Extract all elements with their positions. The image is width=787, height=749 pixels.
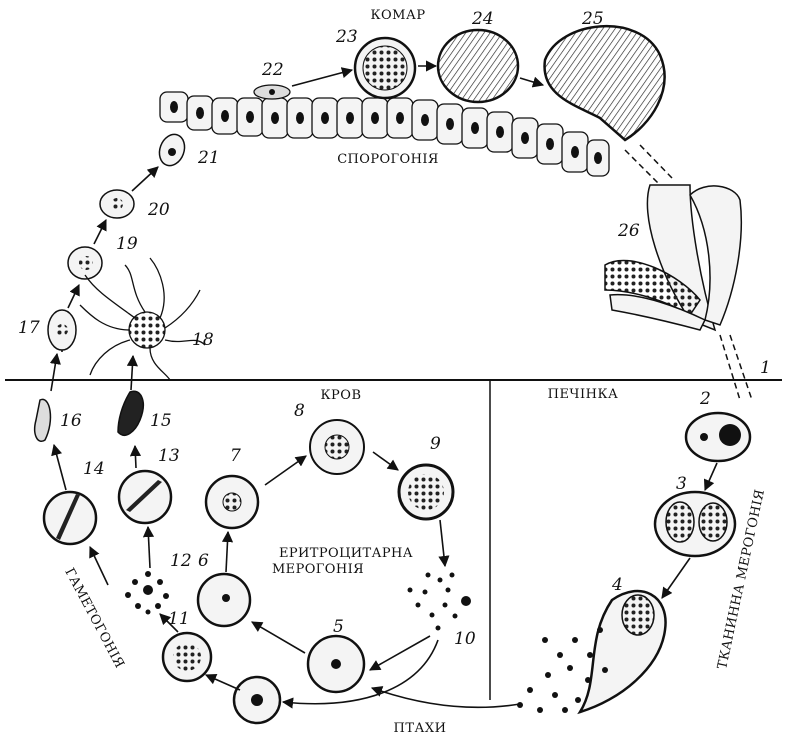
cell-14 [44,492,96,544]
cell-11 [163,633,211,681]
stage-7: 7 [230,446,241,466]
stage-16: 16 [60,411,82,431]
exflagellating-cell-18 [80,258,205,380]
stage-10: 10 [454,629,476,649]
cell-6 [198,574,250,626]
cell-9 [399,465,453,519]
cell-16 [35,399,51,441]
stage-3: 3 [676,474,687,494]
sporozoite-path [720,335,740,400]
stage-14: 14 [83,459,105,479]
stage-5: 5 [333,617,344,637]
region-mosquito: КОМАР [370,8,425,23]
stage-25: 25 [581,9,604,29]
region-liver: ПЕЧІНКА [548,387,619,402]
stage-8: 8 [294,401,305,421]
cell-21 [155,131,188,169]
cell-11b [234,677,280,723]
liver-cell-2 [686,413,750,461]
cell-17 [48,310,76,350]
stage-11: 11 [168,609,190,629]
stage-2: 2 [699,389,711,409]
cell-10-rupture [408,573,472,631]
liver-cell-4 [580,591,666,712]
stage-1: 1 [760,358,771,378]
salivary-gland-26 [605,185,741,330]
stage-22: 22 [261,60,284,80]
cell-8 [310,420,364,474]
stage-19: 19 [116,234,138,254]
stage-20: 20 [147,200,170,220]
cell-20 [100,190,134,218]
region-birds: ПТАХИ [394,721,447,736]
stage-26: 26 [617,221,640,241]
process-sporogony: СПОРОГОНІЯ [337,152,439,167]
stage-23: 23 [335,27,358,47]
stage-17: 17 [18,318,40,338]
oocyst-23 [355,38,415,98]
oocyst-24 [438,30,518,102]
stage-12: 12 [170,551,192,571]
region-blood: КРОВ [320,388,361,403]
stage-24: 24 [471,9,494,29]
cell-13 [119,471,171,523]
cell-15 [118,391,143,435]
process-erythrocytic-merogony-2: МЕРОГОНІЯ [272,562,364,577]
stage-18: 18 [192,330,214,350]
stage-4: 4 [611,575,623,595]
stage-21: 21 [197,148,220,168]
cell-12-merozoites [125,571,169,615]
cell-19 [68,247,102,279]
stage-13: 13 [158,446,180,466]
liver-cell-3 [655,492,735,556]
stage-15: 15 [150,411,172,431]
stage-9: 9 [430,434,441,454]
process-erythrocytic-merogony-1: ЕРИТРОЦИТАРНА [279,546,413,561]
stage-6: 6 [198,551,209,571]
cell-7 [206,476,258,528]
process-gametogony: ГАМЕТОГОНІЯ [61,566,126,671]
cell-5 [308,636,364,692]
